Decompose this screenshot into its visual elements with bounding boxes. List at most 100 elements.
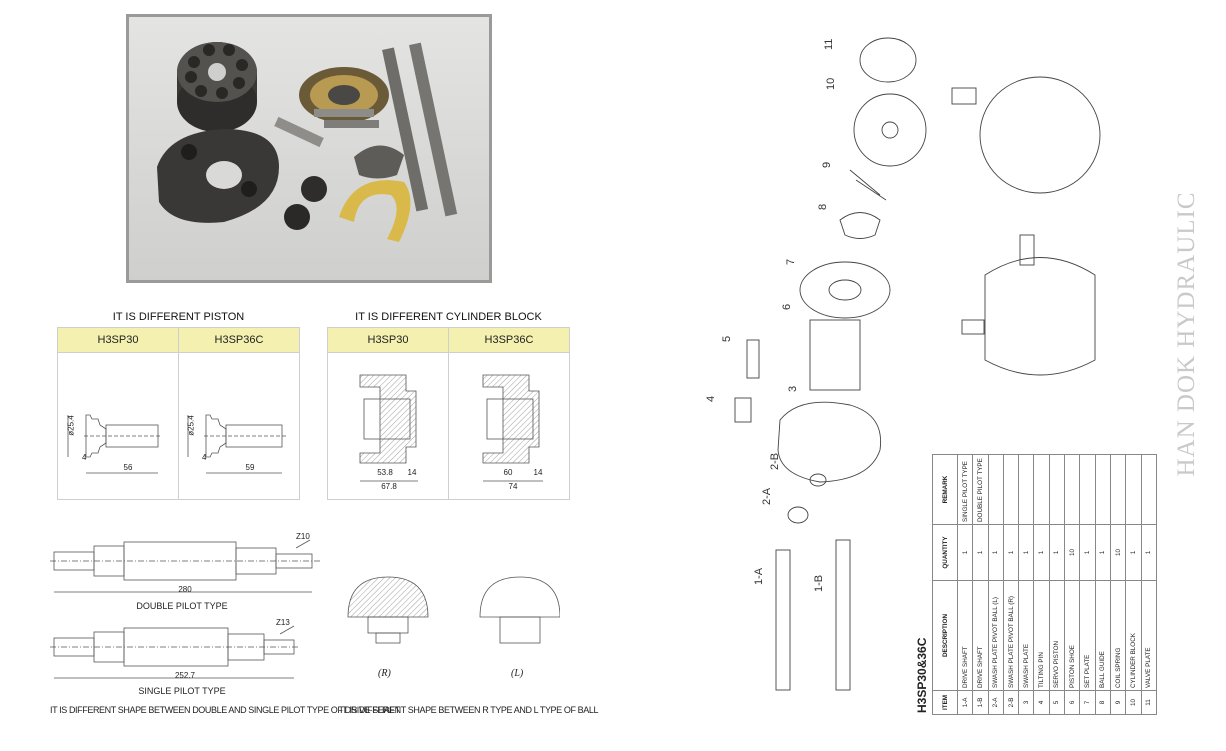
piston-section-title: IT IS DIFFERENT PISTON [112, 311, 245, 323]
row-item: 2-B [1003, 690, 1019, 715]
row-description: SWASH PLATE PIVOT BALL (R) [1003, 580, 1019, 691]
cyl-total-a: 67.8 [381, 482, 397, 491]
row-remark [1110, 454, 1126, 525]
row-item: 1-B [972, 690, 989, 715]
piston-col-h3sp30: H3SP30 [97, 334, 139, 346]
row-quantity: 1 [1018, 524, 1034, 581]
piston-offset-a: 4 [82, 453, 87, 462]
callout-1a: 1-A [753, 567, 765, 585]
row-description: DRIVE SHAFT [957, 580, 973, 691]
row-remark [988, 454, 1004, 525]
row-description: VALVE PLATE [1141, 580, 1157, 691]
row-quantity: 1 [1141, 524, 1157, 581]
row-remark [1003, 454, 1019, 525]
row-remark [1079, 454, 1096, 525]
callout-7: 7 [785, 259, 797, 265]
double-pilot-label: DOUBLE PILOT TYPE [136, 601, 228, 611]
row-description: SWASH PLATE [1018, 580, 1034, 691]
piston-diameter-a: ø25.4 [66, 415, 76, 436]
piston-diameter-b: ø25.4 [186, 415, 196, 436]
row-quantity: 1 [1003, 524, 1019, 581]
row-quantity: 1 [1033, 524, 1050, 581]
callout-5: 5 [721, 336, 733, 342]
ball-l-label: (L) [511, 668, 524, 679]
piston-length-a: 56 [123, 463, 133, 472]
callout-3: 3 [787, 386, 799, 392]
cylinder-header-row: H3SP30 H3SP36C [328, 328, 569, 353]
cylinder-section-title: IT IS DIFFERENT CYLINDER BLOCK [355, 311, 542, 323]
row-remark [1049, 454, 1065, 525]
row-item: 7 [1079, 690, 1096, 715]
row-description: TILTING PIN [1033, 580, 1050, 691]
row-remark [1095, 454, 1111, 525]
cyl-step-b: 14 [533, 468, 543, 477]
cyl-inner-b: 60 [503, 468, 513, 477]
row-quantity: 1 [1049, 524, 1065, 581]
parts-table-rotated: H3SP30&36C ITEM DESCRIPTION QUANTITY REM… [904, 454, 1157, 715]
row-remark [1125, 454, 1142, 525]
drive-shaft-drawings [50, 539, 322, 679]
row-item: 8 [1095, 690, 1111, 715]
row-description: DRIVE SHAFT [972, 580, 989, 691]
single-pilot-label: SINGLE PILOT TYPE [138, 686, 226, 696]
callout-10: 10 [825, 78, 837, 90]
piston-spec-box: H3SP30 H3SP36C ø25.4 4 56 ø25.4 4 59 [57, 327, 300, 500]
row-item: 9 [1110, 690, 1126, 715]
callout-9: 9 [821, 162, 833, 168]
cylinder-drawings [359, 374, 543, 482]
callout-1b: 1-B [813, 575, 825, 592]
row-item: 6 [1064, 690, 1080, 715]
piston-drawings [58, 353, 286, 474]
row-item: 11 [1141, 690, 1157, 715]
row-remark: SINGLE PILOT TYPE [957, 454, 973, 525]
row-item: 4 [1033, 690, 1050, 715]
brand-watermark: HAN DOK HYDRAULIC [1167, 191, 1207, 477]
double-shaft-length: 280 [178, 585, 192, 594]
cyl-inner-a: 53.8 [377, 468, 393, 477]
pump-parts-illustration [157, 42, 458, 242]
callout-8: 8 [817, 204, 829, 210]
piston-offset-b: 4 [202, 453, 207, 462]
row-quantity: 1 [957, 524, 973, 581]
parts-table-header: ITEM DESCRIPTION QUANTITY REMARK [932, 454, 958, 715]
cylinder-col-h3sp36c: H3SP36C [448, 328, 569, 352]
exploded-view: 11 10 9 8 7 6 5 4 3 2-B 2-A 1-A 1-B [705, 37, 1101, 691]
row-quantity: 1 [1079, 524, 1096, 581]
row-remark [1064, 454, 1080, 525]
row-item: 1-A [957, 690, 973, 715]
header-quantity: QUANTITY [932, 524, 958, 581]
callout-2b: 2-B [769, 453, 781, 470]
row-item: 2-A [988, 690, 1004, 715]
header-description: DESCRIPTION [932, 580, 958, 691]
row-remark [1141, 454, 1157, 525]
callout-6: 6 [781, 304, 793, 310]
row-remark [1018, 454, 1034, 525]
row-item: 10 [1125, 690, 1142, 715]
row-quantity: 10 [1064, 524, 1080, 581]
row-quantity: 10 [1110, 524, 1126, 581]
piston-col-h3sp36c: H3SP36C [178, 328, 299, 352]
product-photo [126, 14, 492, 283]
row-item: 3 [1018, 690, 1034, 715]
row-quantity: 1 [988, 524, 1004, 581]
row-remark [1033, 454, 1050, 525]
row-quantity: 1 [972, 524, 989, 581]
callout-4: 4 [705, 396, 717, 402]
cylinder-spec-box: H3SP30 H3SP36C 53.8 14 67.8 60 14 74 [327, 327, 570, 500]
row-remark: DOUBLE PILOT TYPE [972, 454, 989, 525]
brand-text: HAN DOK HYDRAULIC [1173, 191, 1200, 477]
shaft-caption: IT IS DIFFERENT SHAPE BETWEEN DOUBLE AND… [50, 705, 400, 715]
row-description: PISTON SHOE [1064, 580, 1080, 691]
